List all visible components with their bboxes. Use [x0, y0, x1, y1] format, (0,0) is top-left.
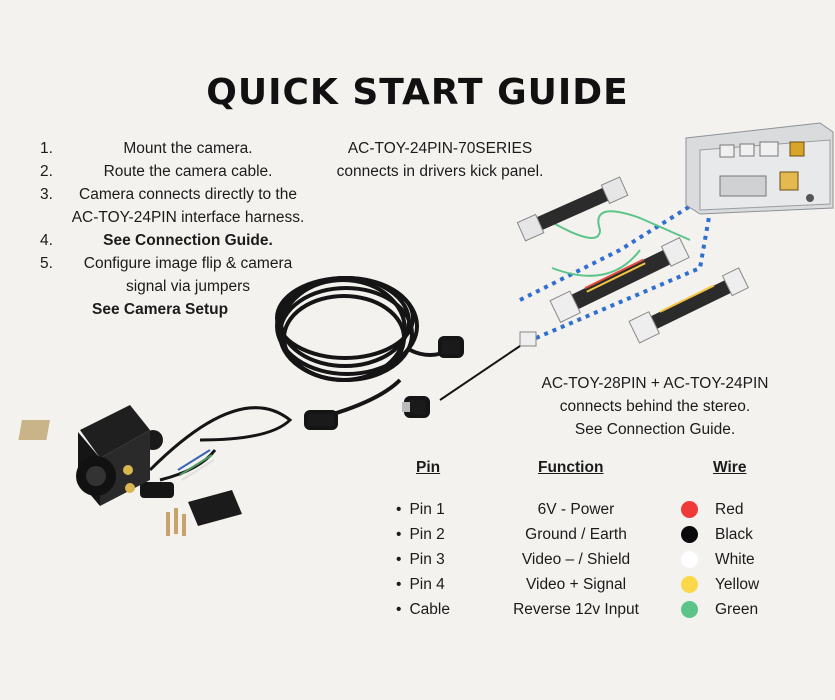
pin-function: 6V - Power [537, 501, 615, 518]
step-item: 5. Configure image flip & camera signal … [40, 252, 310, 298]
stereo-note-line: AC-TOY-28PIN + AC-TOY-24PIN [541, 375, 769, 392]
wire-color-name: White [715, 551, 755, 568]
extension-cable-image [275, 276, 521, 430]
step-item: 4. See Connection Guide. [40, 229, 310, 252]
connection-lines [519, 173, 742, 340]
pin-function: Video + Signal [525, 576, 627, 593]
step-number: 5. [40, 255, 53, 272]
pin-label: Pin 3 [396, 547, 444, 572]
step-text: Mount the camera. [123, 140, 253, 157]
step-number: 2. [40, 163, 53, 180]
harness-camera-plug [519, 331, 537, 347]
camera-product-image [18, 405, 293, 536]
pin-label: Pin 4 [396, 572, 444, 597]
table-row: Pin 3 Video – / Shield White [0, 547, 835, 572]
step-number: 4. [40, 232, 53, 249]
stereo-note-line: See Connection Guide. [574, 421, 736, 438]
connection-line-28pin [519, 173, 742, 302]
stereo-head-unit-image [685, 122, 834, 215]
wire-color-name: Black [715, 526, 753, 543]
wire-color-name: Green [715, 601, 759, 618]
stereo-connection-note: AC-TOY-28PIN + AC-TOY-24PIN connects beh… [510, 372, 800, 441]
pin-function: Reverse 12v Input [513, 601, 639, 618]
step-item: 1. Mount the camera. [40, 137, 310, 160]
wire-color-swatch [681, 501, 698, 518]
step-item: See Camera Setup [40, 298, 310, 321]
step-text: See Camera Setup [92, 301, 229, 318]
kick-panel-note: AC-TOY-24PIN-70SERIES connects in driver… [336, 140, 544, 180]
wire-color-name: Red [715, 501, 744, 518]
function-column-header: Function [538, 459, 604, 476]
wire-color-swatch [681, 576, 698, 593]
pin-function: Ground / Earth [525, 526, 627, 543]
table-row: Cable Reverse 12v Input Green [0, 597, 835, 622]
step-text: Route the camera cable. [103, 163, 273, 180]
stereo-note-line: connects behind the stereo. [559, 398, 751, 415]
wire-column-header: Wire [713, 459, 747, 476]
wire-color-swatch [681, 601, 698, 618]
wire-color-swatch [681, 526, 698, 543]
table-row: Pin 2 Ground / Earth Black [0, 522, 835, 547]
step-text: Configure image flip & camera signal via… [83, 255, 293, 295]
step-text: Camera connects directly to the AC-TOY-2… [71, 186, 305, 226]
wire-color-name: Yellow [715, 576, 760, 593]
step-number [40, 298, 66, 321]
pin-label: Pin 1 [396, 497, 444, 522]
step-text: See Connection Guide. [103, 232, 273, 249]
setup-steps-list: 1. Mount the camera. 2. Route the camera… [40, 137, 310, 321]
pin-label: Pin 2 [396, 522, 444, 547]
pin-label: Cable [396, 597, 450, 622]
step-number: 1. [40, 140, 53, 157]
step-item: 3. Camera connects directly to the AC-TO… [40, 183, 310, 229]
pin-column-header: Pin [416, 459, 441, 476]
page-title: QUICK START GUIDE [206, 72, 629, 113]
wire-color-swatch [681, 551, 698, 568]
step-item: 2. Route the camera cable. [40, 160, 310, 183]
table-row: Pin 4 Video + Signal Yellow [0, 572, 835, 597]
table-row: Pin 1 6V - Power Red [0, 497, 835, 522]
step-number: 3. [40, 186, 53, 203]
wiring-harness-image [516, 176, 749, 347]
pin-function: Video – / Shield [521, 551, 631, 568]
